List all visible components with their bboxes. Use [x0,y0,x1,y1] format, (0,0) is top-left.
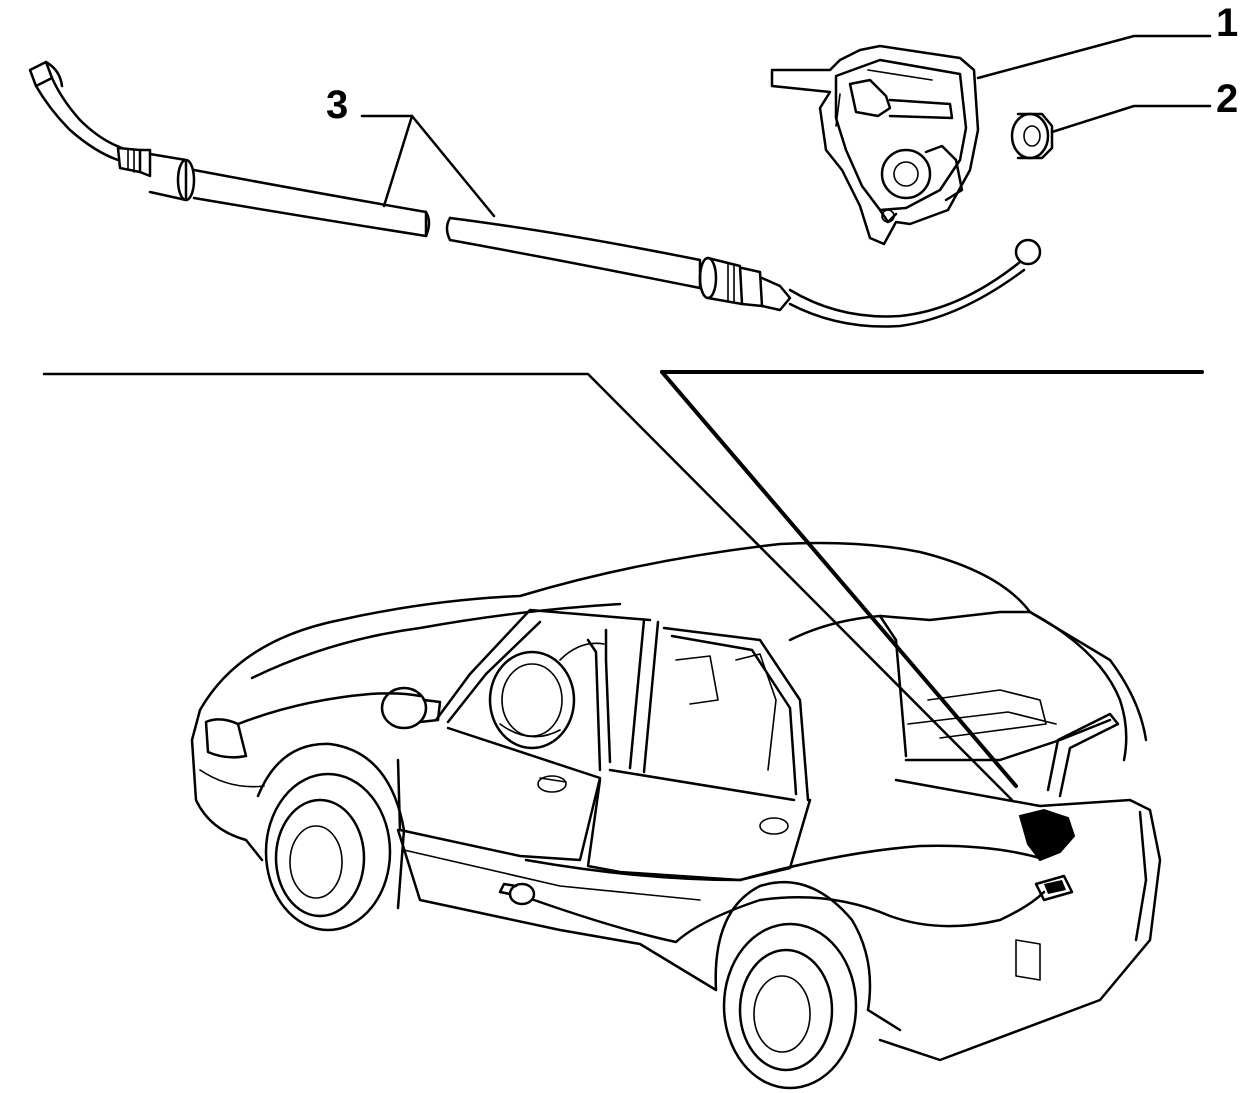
cable-sheath-left [192,168,428,238]
leader-1 [976,34,1212,80]
steering-wheel [488,650,576,750]
side-mirror [380,686,442,730]
callout-1: 1 [1216,1,1238,45]
callout-2: 2 [1216,77,1238,121]
rear-latch-highlight [1018,808,1076,902]
cable-right-ferrule [698,256,792,312]
callout-3: 3 [326,83,348,127]
cable-inner-wire [788,260,1022,318]
rear-door [586,618,812,882]
cable-route [532,890,1046,944]
leader-2 [1050,104,1212,134]
seats [559,642,1057,771]
leader-3 [360,114,414,208]
car-illustration [190,541,1162,1090]
fuel-release-lever [498,882,536,906]
cable-sheath-right [448,216,702,290]
leader-lines [360,34,1212,218]
rear-wheel [714,880,872,1090]
release-cable [28,60,1042,328]
nut [1010,112,1054,160]
cable-ball-end [1014,238,1042,266]
detail-zoom-lines [42,370,1204,802]
cable-left-ferrule [116,146,196,202]
lock-mechanism [770,44,980,246]
cable-left-end-fitting [28,60,124,162]
front-wheel [256,742,406,932]
